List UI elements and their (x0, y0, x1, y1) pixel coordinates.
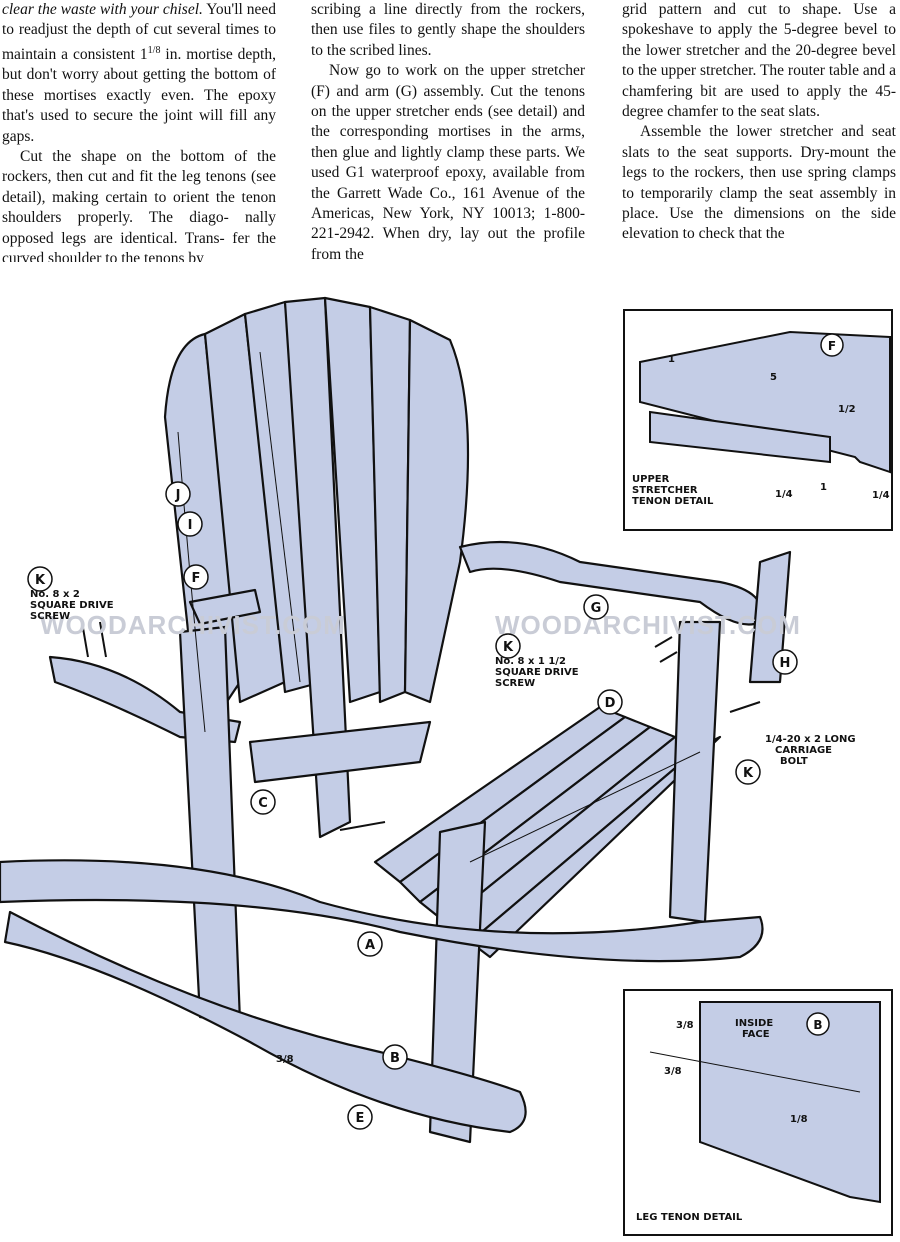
part-label-C: C (258, 796, 268, 811)
text-column-2: scribing a line directly from the rocker… (311, 0, 585, 262)
rocker-front (3, 910, 527, 1134)
detail-part-label: B (813, 1018, 822, 1032)
seat-slats (373, 705, 722, 959)
paragraph: grid pattern and cut to shape. Use a spo… (622, 1, 896, 121)
part-label-J: J (175, 488, 181, 503)
leg-right (668, 620, 722, 924)
paragraph: clear the waste with your chisel. You'll… (2, 0, 276, 147)
part-label-H: H (780, 656, 791, 671)
watermark: WOODARCHIVIST.COM (495, 610, 801, 640)
paragraph-text: in. mortise depth, but don't worry about… (2, 45, 276, 145)
detail-face-label: INSIDE (735, 1018, 773, 1029)
detail-title: UPPER (632, 474, 670, 485)
dimension: 1/4 (775, 489, 793, 500)
part-label-K: K (743, 766, 754, 781)
callout-bolt: 1/4-20 x 2 LONG (765, 734, 856, 745)
dimension: 1/8 (790, 1114, 808, 1125)
detail-face-label: FACE (742, 1029, 770, 1040)
detail-title: TENON DETAIL (632, 496, 714, 507)
callout-screw-mid: SQUARE DRIVE (495, 667, 579, 678)
fraction: 1/8 (147, 44, 161, 56)
detail-part-label: F (828, 339, 836, 353)
callout-screw-left: SQUARE DRIVE (30, 600, 114, 611)
callout-screw-left: No. 8 x 2 (30, 589, 80, 600)
part-label-E: E (356, 1111, 365, 1126)
callout-screw-mid: No. 8 x 1 1/2 (495, 656, 566, 667)
paragraph-text: You'll need to readjust the depth of cut… (2, 1, 276, 63)
dimension: 1/2 (838, 404, 856, 415)
callout-bolt: BOLT (780, 756, 808, 767)
part-label-D: D (605, 696, 616, 711)
upper-stretcher (188, 588, 262, 626)
dimension: 5 (770, 372, 777, 383)
part-label-K: K (503, 640, 514, 655)
part-label-I: I (188, 518, 193, 533)
back-slats (163, 296, 470, 839)
leg-tenon-detail: B INSIDE FACE 3/8 3/8 1/8 LEG TENON DETA… (623, 989, 893, 1236)
screw-icons (81, 621, 761, 831)
part-label-K: K (35, 573, 46, 588)
dimension: 1/4 (872, 490, 890, 501)
rocker-rear (0, 859, 764, 963)
detail-title: LEG TENON DETAIL (636, 1212, 743, 1223)
text-column-1: clear the waste with your chisel. You'll… (2, 0, 276, 262)
detail-title: STRETCHER (632, 485, 698, 496)
paragraph: Assemble the lower stretcher and seat sl… (622, 123, 896, 243)
upper-stretcher-tenon-detail: F 1 5 1/2 1/4 1 1/4 UPPER STRETCHER TENO… (623, 309, 893, 531)
dimension: 1 (820, 482, 827, 493)
callout-screw-mid: SCREW (495, 678, 535, 689)
dimension: 1 (668, 354, 675, 365)
paragraph: Now go to work on the upper stretcher (F… (311, 62, 585, 262)
dimension: 3/8 (676, 1020, 694, 1031)
part-labels (27, 481, 798, 1130)
part-label-B: B (390, 1051, 400, 1066)
rocking-chair-exploded-view: WOODARCHIVIST.COM WOODARCHIVIST.COM J I … (0, 296, 893, 1236)
text-column-3: grid pattern and cut to shape. Use a spo… (622, 0, 896, 262)
part-label-G: G (591, 601, 602, 616)
watermark: WOODARCHIVIST.COM (40, 610, 346, 640)
callout-screw-left: SCREW (30, 611, 70, 622)
back-stretcher (248, 720, 432, 784)
leg-front (428, 820, 487, 1144)
paragraph: scribing a line directly from the rocker… (311, 1, 585, 59)
italic-lead: clear the waste with your chisel. (2, 1, 203, 18)
callout-bolt: CARRIAGE (775, 745, 832, 756)
part-label-A: A (365, 938, 375, 953)
leg-h (748, 550, 792, 684)
part-label-F: F (192, 571, 201, 586)
paragraph: Cut the shape on the bottom of the rocke… (2, 148, 276, 262)
rocker-dimension: 3/8 (276, 1054, 294, 1065)
dimension: 3/8 (664, 1066, 682, 1077)
